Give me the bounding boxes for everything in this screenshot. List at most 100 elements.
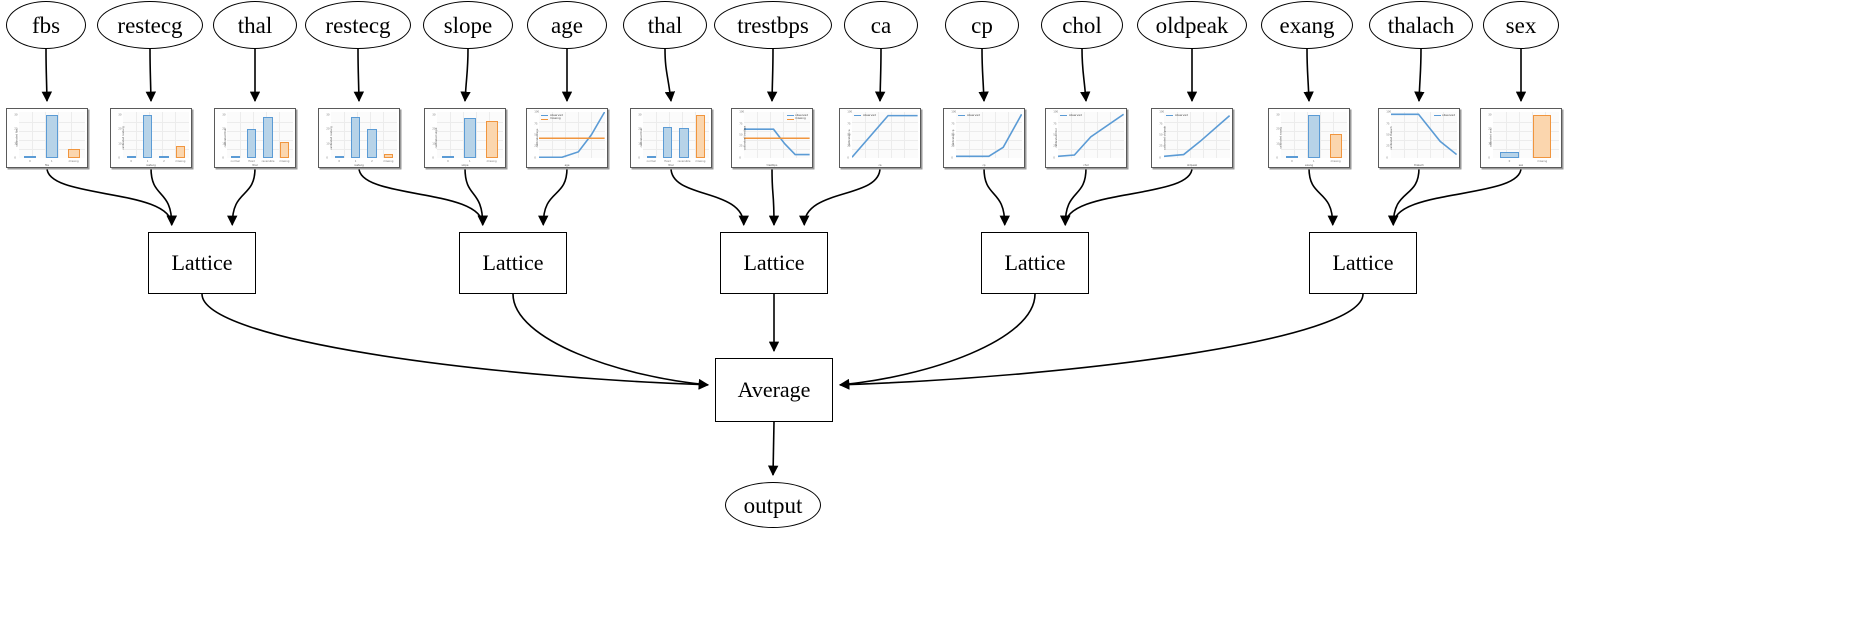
plot-x-tick: missing [383, 159, 394, 163]
input-node-restecg[interactable]: restecg [305, 1, 411, 49]
plot-x-axis-label: exang [1305, 163, 1313, 167]
gridline-vertical [71, 112, 73, 158]
gridline-horizontal [1493, 139, 1559, 141]
edge [838, 293, 1364, 390]
legend-item-observed: observed [1166, 113, 1188, 118]
edge [353, 48, 365, 103]
gridline-horizontal [331, 121, 397, 123]
plot-y-tick: 0 [326, 156, 328, 160]
gridline-vertical [891, 112, 893, 158]
plot-x-tick: 0 [1291, 159, 1293, 163]
plot-inner-area [227, 112, 293, 158]
input-node-label: exang [1279, 12, 1335, 38]
input-node-thal[interactable]: thal [623, 1, 707, 49]
input-node-restecg[interactable]: restecg [97, 1, 203, 49]
input-node-label: ca [870, 12, 892, 38]
input-node-exang[interactable]: exang [1261, 1, 1353, 49]
plot-line-series [1164, 112, 1230, 157]
plot-inner-area [852, 112, 918, 158]
gridline-horizontal [1164, 148, 1230, 150]
edge [1308, 167, 1338, 227]
plot-line-series [1058, 112, 1124, 157]
average-node[interactable]: Average [715, 358, 833, 422]
plot-y-axis-label: calibrated restecg [330, 126, 334, 150]
plot-x-axis-label: ca [878, 163, 882, 167]
bar-2 [367, 129, 377, 158]
input-node-slope[interactable]: slope [423, 1, 513, 49]
input-node-trestbps[interactable]: trestbps [714, 1, 832, 49]
edge [150, 167, 177, 227]
plot-y-tick: 30 [1276, 113, 1280, 117]
input-node-cp[interactable]: cp [945, 1, 1019, 49]
input-node-sex[interactable]: sex [1483, 1, 1559, 49]
lattice-node-1[interactable]: Lattice [459, 232, 567, 294]
gridline-vertical [240, 112, 242, 158]
input-node-thal[interactable]: thal [213, 1, 297, 49]
edge [41, 48, 53, 103]
plot-y-tick: 0 [1053, 156, 1055, 160]
input-node-ca[interactable]: ca [844, 1, 918, 49]
input-node-label: cp [971, 12, 993, 38]
legend-item-observed: observed [958, 113, 980, 118]
gridline-horizontal [852, 148, 918, 150]
lattice-node-0[interactable]: Lattice [148, 232, 256, 294]
edge [1414, 48, 1425, 103]
input-node-label: sex [1505, 12, 1537, 38]
input-node-fbs[interactable]: fbs [6, 1, 86, 49]
gridline-horizontal [331, 130, 397, 132]
plot-y-tick: 30 [14, 113, 18, 117]
lattice-node-label: Lattice [743, 250, 805, 275]
edge [874, 48, 886, 103]
lattice-node-4[interactable]: Lattice [1309, 232, 1417, 294]
plot-x-tick: missing [279, 159, 290, 163]
plot-x-tick: 1 [1312, 159, 1315, 163]
plot-y-tick: 75 [847, 122, 851, 126]
output-node[interactable]: output [725, 482, 821, 528]
plot-x-tick: fixed [664, 159, 671, 163]
gridline-vertical [476, 112, 478, 158]
plot-y-tick: 50 [739, 133, 743, 137]
lattice-node-3[interactable]: Lattice [981, 232, 1089, 294]
gridline-horizontal [956, 148, 1022, 150]
plot-x-tick: normal [646, 159, 656, 163]
gridline-horizontal [956, 121, 1022, 123]
input-node-thalach[interactable]: thalach [1369, 1, 1473, 49]
gridline-vertical [383, 112, 385, 158]
input-node-age[interactable]: age [527, 1, 607, 49]
lattice-node-label: Lattice [482, 250, 544, 275]
edge [1388, 167, 1420, 227]
legend-swatch-missing [786, 118, 794, 120]
input-node-oldpeak[interactable]: oldpeak [1137, 1, 1247, 49]
plot-y-tick: 100 [847, 110, 853, 114]
plot-x-tick: 0 [447, 159, 449, 163]
gridline-vertical [1417, 112, 1419, 158]
plot-x-tick: 0 [338, 159, 341, 163]
legend-swatch-observed [1433, 115, 1441, 116]
plot-y-tick: 20 [222, 127, 226, 131]
bar-normal [646, 155, 656, 158]
plot-y-tick: 20 [638, 127, 642, 131]
gridline-vertical [1506, 112, 1508, 158]
gridline-vertical [904, 112, 906, 158]
plot-y-tick: 20 [326, 127, 330, 131]
gridline-horizontal [1493, 148, 1559, 150]
plot-y-tick: 0 [847, 156, 849, 160]
input-node-chol[interactable]: chol [1041, 1, 1123, 49]
plot-x-tick: reversible [677, 159, 691, 163]
lattice-node-2[interactable]: Lattice [720, 232, 828, 294]
